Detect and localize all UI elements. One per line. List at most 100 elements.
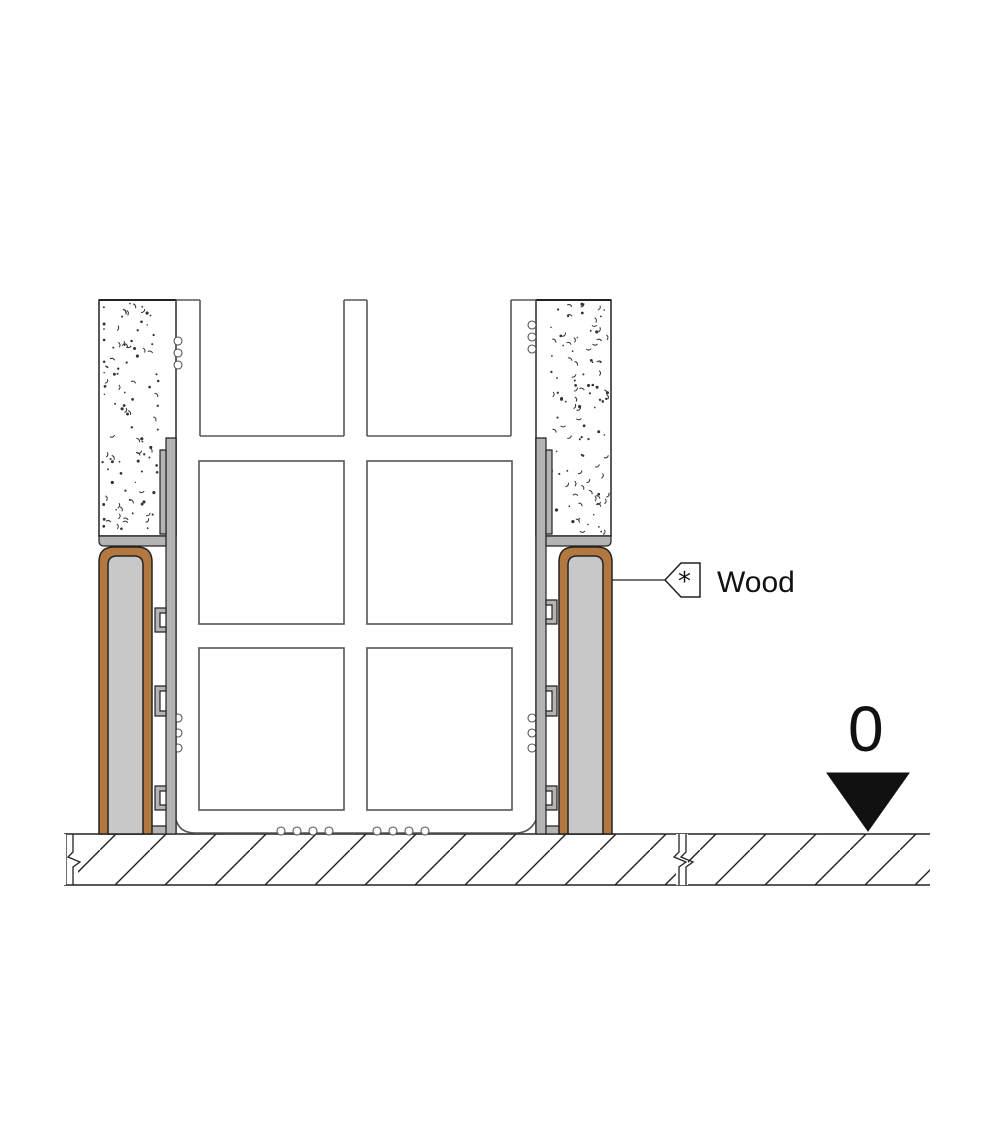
plaster-speck	[582, 454, 585, 457]
plaster-speck	[585, 348, 592, 351]
plaster-speck	[117, 367, 120, 370]
plaster-speck	[552, 391, 555, 398]
plaster-speck	[579, 530, 586, 533]
plaster-speck	[145, 518, 150, 523]
plaster-speck	[568, 505, 571, 508]
plaster-speck	[604, 498, 607, 505]
plaster-speck	[119, 506, 123, 512]
plaster-speck	[151, 343, 154, 346]
plaster-speck	[131, 398, 134, 401]
plaster-speck	[558, 472, 561, 475]
plaster-speck	[601, 400, 605, 403]
plaster-speck	[554, 508, 559, 512]
plaster-speck	[130, 380, 137, 384]
plaster-speck	[130, 339, 133, 343]
plaster-speck	[155, 471, 159, 474]
plaster-speck	[140, 308, 146, 313]
plaster-speck	[559, 334, 563, 338]
level-label: 0	[848, 693, 884, 765]
plaster-speck	[589, 329, 592, 332]
plaster-speck	[580, 303, 585, 308]
plaster-speck	[582, 373, 585, 376]
metal-profile-right	[535, 437, 612, 835]
material-callout: * Wood	[612, 562, 795, 599]
plaster-speck	[592, 343, 598, 346]
plaster-speck	[118, 460, 121, 463]
plaster-speck	[142, 500, 146, 504]
plaster-speck	[550, 326, 552, 329]
plaster-speck	[580, 302, 584, 306]
plaster-speck	[149, 314, 152, 317]
plaster-speck	[102, 306, 105, 309]
plaster-speck	[587, 523, 589, 526]
plaster-speck	[578, 502, 583, 507]
plaster-speck	[101, 460, 104, 464]
plaster-speck	[133, 346, 137, 351]
plaster-speck	[134, 481, 137, 484]
plaster-speck	[562, 344, 564, 347]
plaster-speck	[112, 346, 115, 349]
floor-slab	[60, 833, 930, 886]
plaster-speck	[595, 385, 599, 389]
plaster-speck	[114, 402, 117, 405]
plaster-speck	[550, 370, 553, 374]
plaster-speck	[142, 347, 146, 353]
plaster-speck	[105, 519, 112, 523]
plaster-speck	[566, 314, 573, 317]
plaster-speck	[556, 308, 560, 311]
plaster-speck	[126, 412, 129, 416]
plaster-speck	[580, 435, 583, 439]
level-triangle-icon	[826, 772, 910, 832]
plaster-speck	[156, 379, 160, 383]
plaster-speck	[597, 430, 601, 434]
plaster-speck	[152, 333, 155, 337]
plaster-speck	[602, 529, 606, 535]
plaster-speck	[122, 404, 126, 407]
plaster-speck	[109, 357, 116, 361]
plaster-speck	[116, 325, 120, 332]
plaster-speck	[605, 397, 608, 401]
plaster-speck	[551, 355, 553, 357]
plaster-speck	[576, 336, 579, 339]
plaster-speck	[146, 527, 149, 530]
plaster-speck	[140, 502, 144, 506]
plaster-speck	[576, 407, 582, 411]
plaster-speck	[121, 340, 125, 346]
plaster-speck	[118, 341, 121, 348]
plaster-speck	[597, 305, 601, 311]
plaster-speck	[152, 491, 156, 495]
plaster-speck	[136, 459, 140, 463]
plaster-speck	[148, 456, 151, 459]
plaster-speck	[598, 370, 602, 376]
plaster-speck	[594, 464, 600, 468]
metal-profile-left	[98, 437, 177, 835]
plaster-speck	[116, 523, 119, 530]
level-marker: 0	[826, 693, 910, 832]
plaster-speck	[126, 345, 132, 349]
plaster-speck	[598, 526, 600, 528]
plaster-speck	[567, 435, 572, 439]
plaster-speck	[102, 322, 106, 326]
plaster-speck	[581, 484, 585, 490]
hexagon-tag-icon	[663, 562, 701, 598]
plaster-speck	[573, 387, 578, 392]
plaster-speck	[147, 350, 154, 354]
plaster-speck	[140, 320, 143, 324]
plaster-speck	[115, 508, 117, 511]
plaster-speck	[582, 424, 586, 428]
plaster-speck	[119, 472, 123, 475]
frame-bubbles	[173, 320, 537, 836]
plaster-speck	[111, 454, 115, 461]
plaster-speck	[138, 490, 145, 494]
plaster-speck	[596, 338, 603, 342]
plaster-speck	[599, 315, 602, 318]
plaster-speck	[556, 416, 559, 419]
plaster-speck	[156, 404, 159, 407]
plaster-speck	[591, 324, 598, 327]
plaster-speck	[552, 428, 557, 433]
plaster-speck	[116, 372, 119, 375]
wood-panel-right	[558, 546, 613, 835]
plaster-speck	[125, 361, 128, 364]
plaster-speck	[572, 493, 579, 497]
plaster-speck	[564, 400, 567, 403]
